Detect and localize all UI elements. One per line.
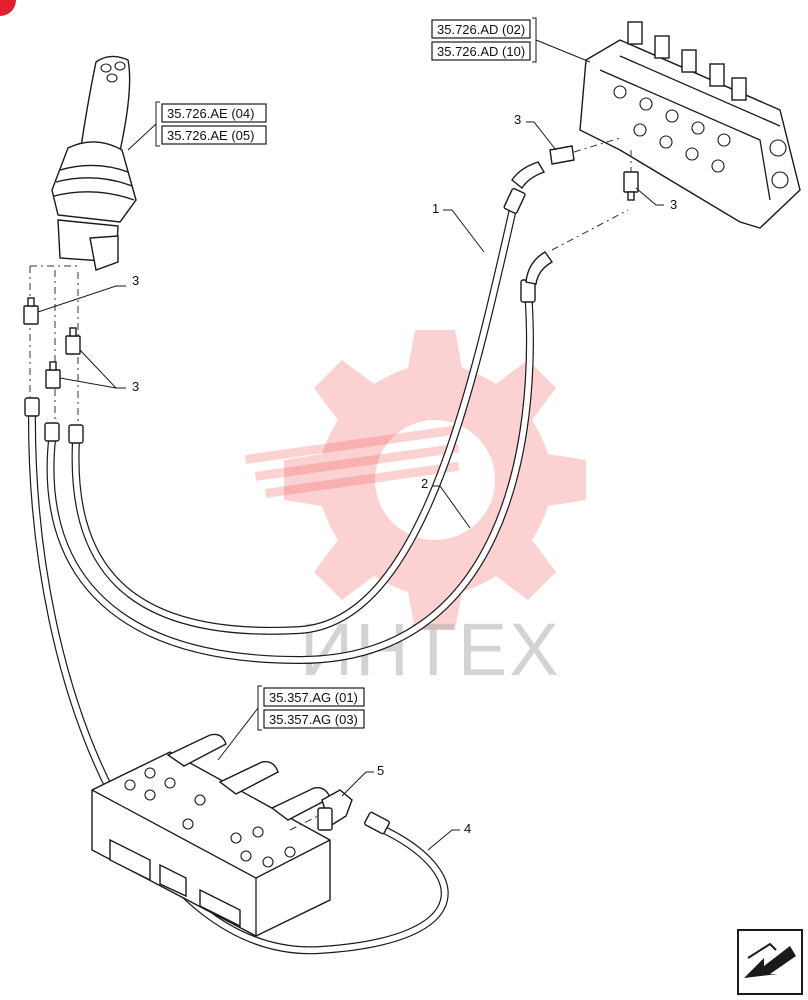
hose-2 xyxy=(46,286,534,665)
ref-valve-1: 35.726.AD (02) xyxy=(437,22,525,37)
ref-box-joystick[interactable]: 35.726.AE (04) 35.726.AE (05) xyxy=(127,101,267,151)
ref-joystick-1: 35.726.AE (04) xyxy=(167,106,254,121)
svg-text:3: 3 xyxy=(514,112,521,127)
hose-fittings xyxy=(24,161,554,835)
next-page-arrow-icon[interactable] xyxy=(737,929,803,995)
joystick xyxy=(29,55,137,425)
callout-5: 5 xyxy=(341,763,384,797)
valve-block xyxy=(91,733,331,937)
callout-3-top-left: 3 xyxy=(37,273,139,313)
control-valve xyxy=(549,21,801,251)
ref-joystick-2: 35.726.AE (05) xyxy=(167,128,254,143)
ref-block-2: 35.357.AG (03) xyxy=(269,712,358,727)
corner-badge xyxy=(0,0,16,16)
callout-3-lower-left: 3 xyxy=(59,349,139,394)
svg-text:3: 3 xyxy=(670,197,677,212)
watermark-logo: ИНТЕХ xyxy=(245,330,586,691)
joystick-ports xyxy=(23,297,81,389)
elbow-fitting-5 xyxy=(317,789,353,831)
svg-text:5: 5 xyxy=(377,763,384,778)
svg-text:3: 3 xyxy=(132,379,139,394)
ref-box-valve-block[interactable]: 35.357.AG (01) 35.357.AG (03) xyxy=(217,685,365,761)
ref-valve-2: 35.726.AD (10) xyxy=(437,44,525,59)
callout-4: 4 xyxy=(427,821,471,851)
svg-text:4: 4 xyxy=(464,821,471,836)
callout-3-right: 3 xyxy=(635,187,677,212)
svg-text:3: 3 xyxy=(132,273,139,288)
svg-text:2: 2 xyxy=(421,476,428,491)
ref-block-1: 35.357.AG (01) xyxy=(269,690,358,705)
hose-1 xyxy=(71,196,519,635)
svg-text:1: 1 xyxy=(432,201,439,216)
callout-3-top-right: 3 xyxy=(514,112,557,151)
ref-box-control-valve[interactable]: 35.726.AD (02) 35.726.AD (10) xyxy=(431,17,591,63)
callout-1: 1 xyxy=(432,201,485,253)
callout-2: 2 xyxy=(421,476,471,529)
hose-4 xyxy=(27,408,449,955)
